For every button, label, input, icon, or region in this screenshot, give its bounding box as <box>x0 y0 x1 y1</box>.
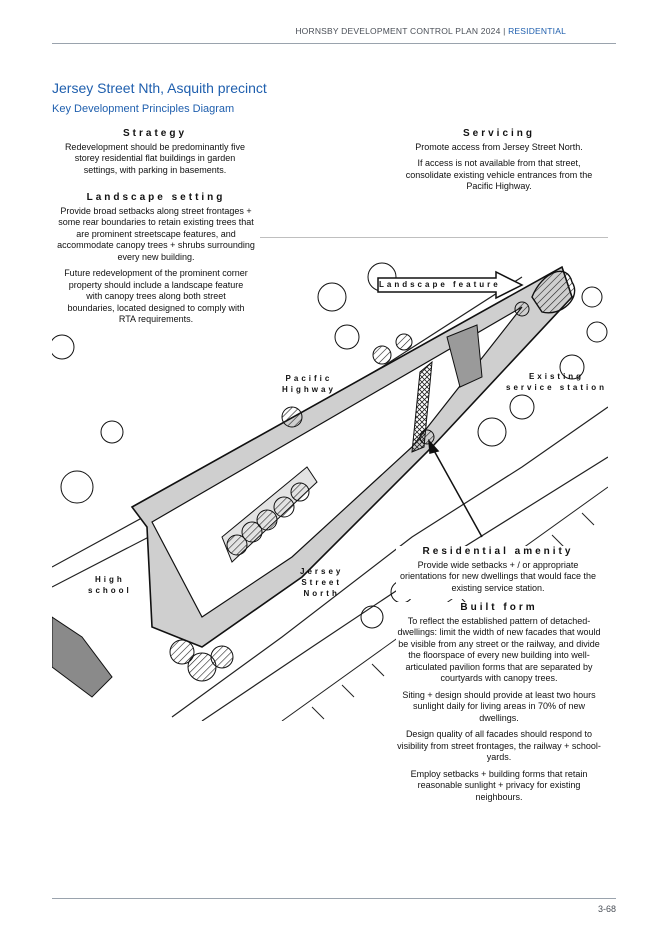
label-landscape-feature: Landscape feature <box>379 280 501 289</box>
built-form-text-3: Design quality of all facades should res… <box>397 729 601 762</box>
page-title: Jersey Street Nth, Asquith precinct <box>52 80 267 96</box>
page-header: HORNSBY DEVELOPMENT CONTROL PLAN 2024 | … <box>52 0 616 44</box>
landscape-feature <box>531 270 576 314</box>
strategy-block: Strategy Redevelopment should be predomi… <box>60 128 250 181</box>
hatched-strip <box>411 360 433 453</box>
strategy-heading: Strategy <box>122 128 187 139</box>
diagram-subtitle: Key Development Principles Diagram <box>52 103 235 115</box>
built-form-text-4: Employ setbacks + building forms that re… <box>410 768 588 802</box>
built-form-text-1: To reflect the established pattern of de… <box>397 615 601 684</box>
label-jersey-street-north: Jersey Street North <box>300 567 344 598</box>
label-existing-service-station: Existing service station <box>506 372 608 392</box>
outline-trees <box>52 262 608 629</box>
header-rule <box>52 43 616 44</box>
label-pacific-highway: Pacific Highway <box>282 374 336 394</box>
residential-amenity-heading: Residential amenity <box>422 546 574 557</box>
landscape-setting-text-1: Provide broad setbacks along street fron… <box>57 205 255 262</box>
built-form-block: Built form To reflect the established pa… <box>396 602 602 808</box>
header-text: HORNSBY DEVELOPMENT CONTROL PLAN 2024 | … <box>295 26 566 36</box>
leader-lines <box>428 438 483 538</box>
header-separator: | <box>503 26 506 36</box>
landscape-feature-arrow <box>377 270 524 300</box>
site-diagram <box>52 237 608 721</box>
label-high-school: High school <box>88 575 132 595</box>
servicing-text-1: Promote access from Jersey Street North. <box>415 141 583 152</box>
built-form-text-2: Siting + design should provide at least … <box>402 689 596 723</box>
built-form-heading: Built form <box>460 602 538 613</box>
school-building <box>52 616 113 698</box>
strategy-text: Redevelopment should be predominantly fi… <box>64 141 246 175</box>
residential-amenity-text: Provide wide setbacks + / or appropriate… <box>399 559 597 593</box>
footer-rule <box>52 898 616 899</box>
residential-amenity-block: Residential amenity Provide wide setback… <box>396 546 600 599</box>
tree-canopies <box>169 301 530 682</box>
page-number: 3-68 <box>597 904 616 914</box>
landscape-setting-text-2: Future redevelopment of the prominent co… <box>64 268 248 324</box>
servicing-text-2: If access is not available from that str… <box>405 158 593 191</box>
landscape-setting-heading: Landscape setting <box>86 192 226 203</box>
landscape-setting-block: Landscape setting Provide broad setbacks… <box>52 192 260 331</box>
header-doc-title: HORNSBY DEVELOPMENT CONTROL PLAN 2024 <box>295 26 501 36</box>
service-station-building <box>446 324 483 388</box>
header-section: RESIDENTIAL <box>508 26 566 36</box>
servicing-heading: Servicing <box>462 128 536 139</box>
servicing-block: Servicing Promote access from Jersey Str… <box>396 128 602 198</box>
